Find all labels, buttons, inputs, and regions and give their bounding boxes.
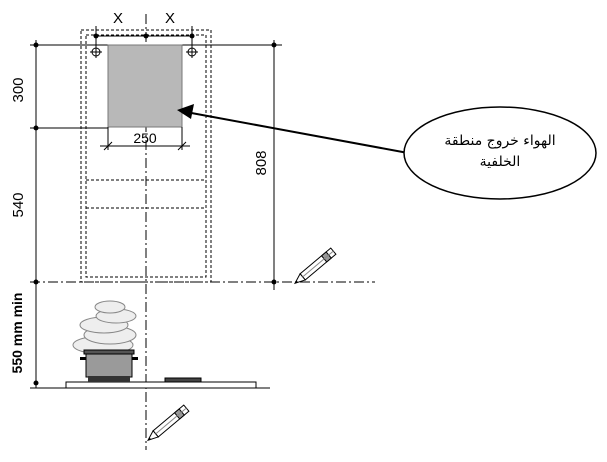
screw-holes [90,46,198,58]
callout-bubble [403,106,597,200]
pencil-icon [146,404,190,442]
callout-arrow-line [185,111,409,154]
dim-540-label: 540 [10,192,27,217]
right-dimension-808 [271,40,277,290]
x-label-right: X [165,10,175,27]
callout-arrowhead [177,104,194,119]
x-label-left: X [113,10,123,27]
pencil-icon [293,247,337,285]
dimension-250 [100,127,190,151]
callout-text-line1: الهواء خروج منطقة [444,133,555,149]
dim-300-label: 300 [10,77,27,102]
air-outlet-area [107,44,183,128]
callout-text-line2: الخلفية [480,154,521,170]
cooktop [30,377,270,389]
left-dimension-550 [33,282,39,388]
dim-250-label: 250 [133,130,157,146]
dim-550-label: 550 mm min [9,293,25,374]
pot-icon [72,300,138,382]
dim-808-label: 808 [253,150,270,175]
x-dimension [93,26,195,52]
left-dimension-chain [30,40,108,290]
